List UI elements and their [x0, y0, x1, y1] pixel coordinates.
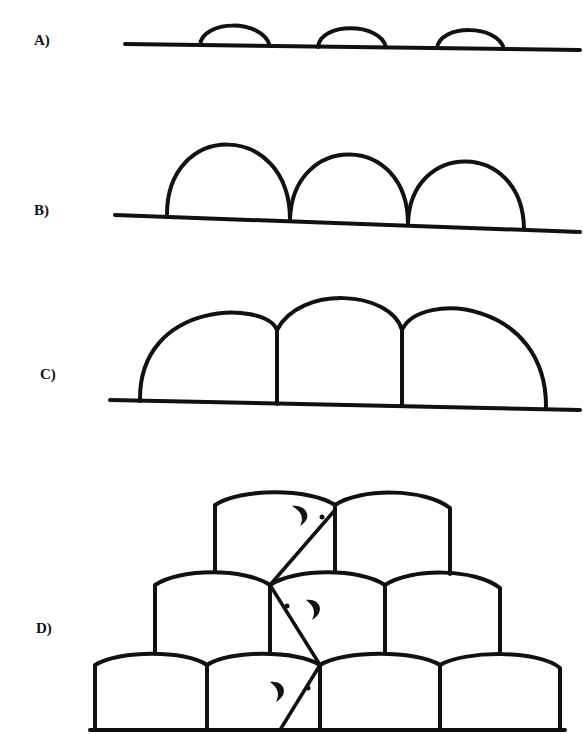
dome: [167, 145, 290, 220]
grain-row: [215, 492, 450, 574]
stage-label: B): [34, 202, 49, 219]
stage-c-grains: [110, 298, 580, 410]
dome: [408, 161, 524, 228]
substrate-line: [115, 215, 580, 232]
island: [200, 26, 270, 46]
grain-boundary: [333, 505, 337, 572]
stage-d-layers: [90, 492, 565, 730]
grain: [277, 298, 402, 406]
substrate-line: [125, 44, 580, 50]
grain: [402, 308, 546, 409]
dome: [290, 154, 408, 224]
stage-label: D): [36, 620, 52, 637]
grain-row: [95, 654, 560, 730]
crescent-marks: [270, 506, 325, 702]
stage-label: A): [34, 32, 50, 49]
crack-line: [270, 510, 335, 730]
stage-a-islands: [125, 26, 580, 50]
stage-b-domes: [115, 145, 580, 232]
island: [318, 28, 386, 47]
grain-boundary: [207, 665, 440, 730]
grain: [140, 313, 277, 404]
grain-boundary: [270, 585, 385, 652]
stage-label: C): [40, 366, 56, 383]
island: [437, 30, 504, 49]
substrate-line: [90, 728, 565, 732]
substrate-line: [110, 400, 580, 410]
grain-row: [155, 572, 500, 654]
